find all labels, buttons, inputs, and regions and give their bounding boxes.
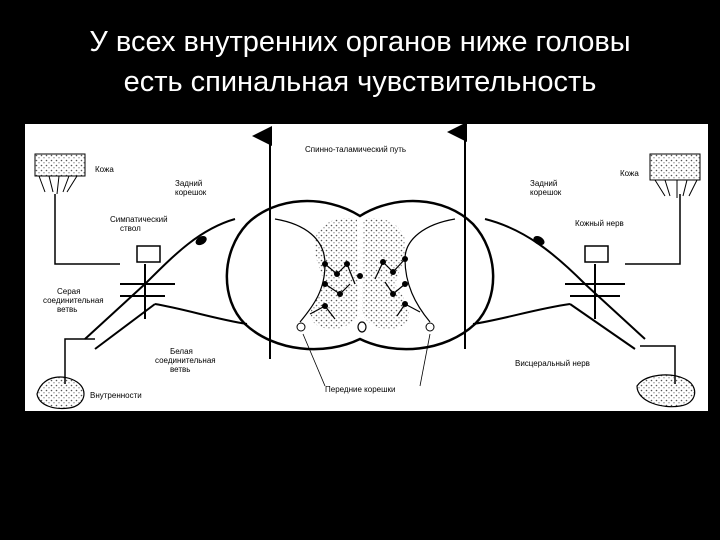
label-gray-ramus-1: Серая [57, 287, 80, 296]
label-dorsal-root-right-1: Задний [530, 179, 557, 188]
title-line-1: У всех внутренних органов ниже головы [89, 26, 631, 58]
label-white-ramus-1: Белая [170, 347, 193, 356]
neuron-bodies-right [380, 256, 408, 307]
label-dorsal-root-left-2: корешок [175, 188, 207, 197]
spinal-nerve-right [472, 218, 646, 350]
label-gray-ramus-3: ветвь [57, 305, 77, 314]
label-sympathetic-1: Симпатический [110, 215, 168, 224]
central-canal [357, 273, 363, 279]
spinal-nerve-left [84, 218, 248, 350]
skin-right [649, 153, 701, 198]
dorsal-root-ganglion-right [533, 236, 545, 246]
gray-matter-right [362, 217, 410, 330]
motor-neuron-right [425, 322, 435, 332]
label-visceral-nerve: Висцеральный нерв [515, 359, 590, 368]
slide-title: У всех внутренних органов ниже головы ес… [0, 22, 720, 102]
label-gray-ramus-2: соединительная [43, 296, 104, 305]
spinal-cord-outline [225, 199, 495, 351]
motor-neuron-left [296, 322, 306, 332]
label-skin-right: Кожа [620, 169, 639, 178]
label-spinothalamic: Спинно-таламический путь [305, 145, 406, 154]
label-viscera: Внутренности [90, 391, 142, 400]
peripheral-lines [54, 194, 681, 384]
label-skin-left: Кожа [95, 165, 114, 174]
diagram-canvas: Спинно-таламический путь Кожа Кожа Задни… [34, 124, 701, 410]
anterior-fissure-node [357, 321, 367, 333]
label-anterior-roots: Передние корешки [325, 385, 395, 394]
viscera-left [36, 376, 85, 410]
label-skin-nerve: Кожный нерв [575, 219, 624, 228]
dorsal-root-ganglion-left [195, 236, 207, 246]
viscera-right [636, 374, 696, 408]
anterior-root-leaders [302, 333, 431, 387]
skin-left [34, 153, 86, 195]
sympathetic-ganglion-right [584, 245, 609, 263]
title-line-2: есть спинальная чувствительность [123, 66, 597, 98]
label-white-ramus-2: соединительная [155, 356, 216, 365]
label-sympathetic-2: ствол [120, 224, 141, 233]
label-dorsal-root-right-2: корешок [530, 188, 562, 197]
neuron-bodies-left [322, 261, 350, 309]
sympathetic-ganglion-left [136, 245, 161, 263]
label-white-ramus-3: ветвь [170, 365, 190, 374]
spinal-cord-diagram: Спинно-таламический путь Кожа Кожа Задни… [25, 124, 708, 411]
label-dorsal-root-left-1: Задний [175, 179, 202, 188]
